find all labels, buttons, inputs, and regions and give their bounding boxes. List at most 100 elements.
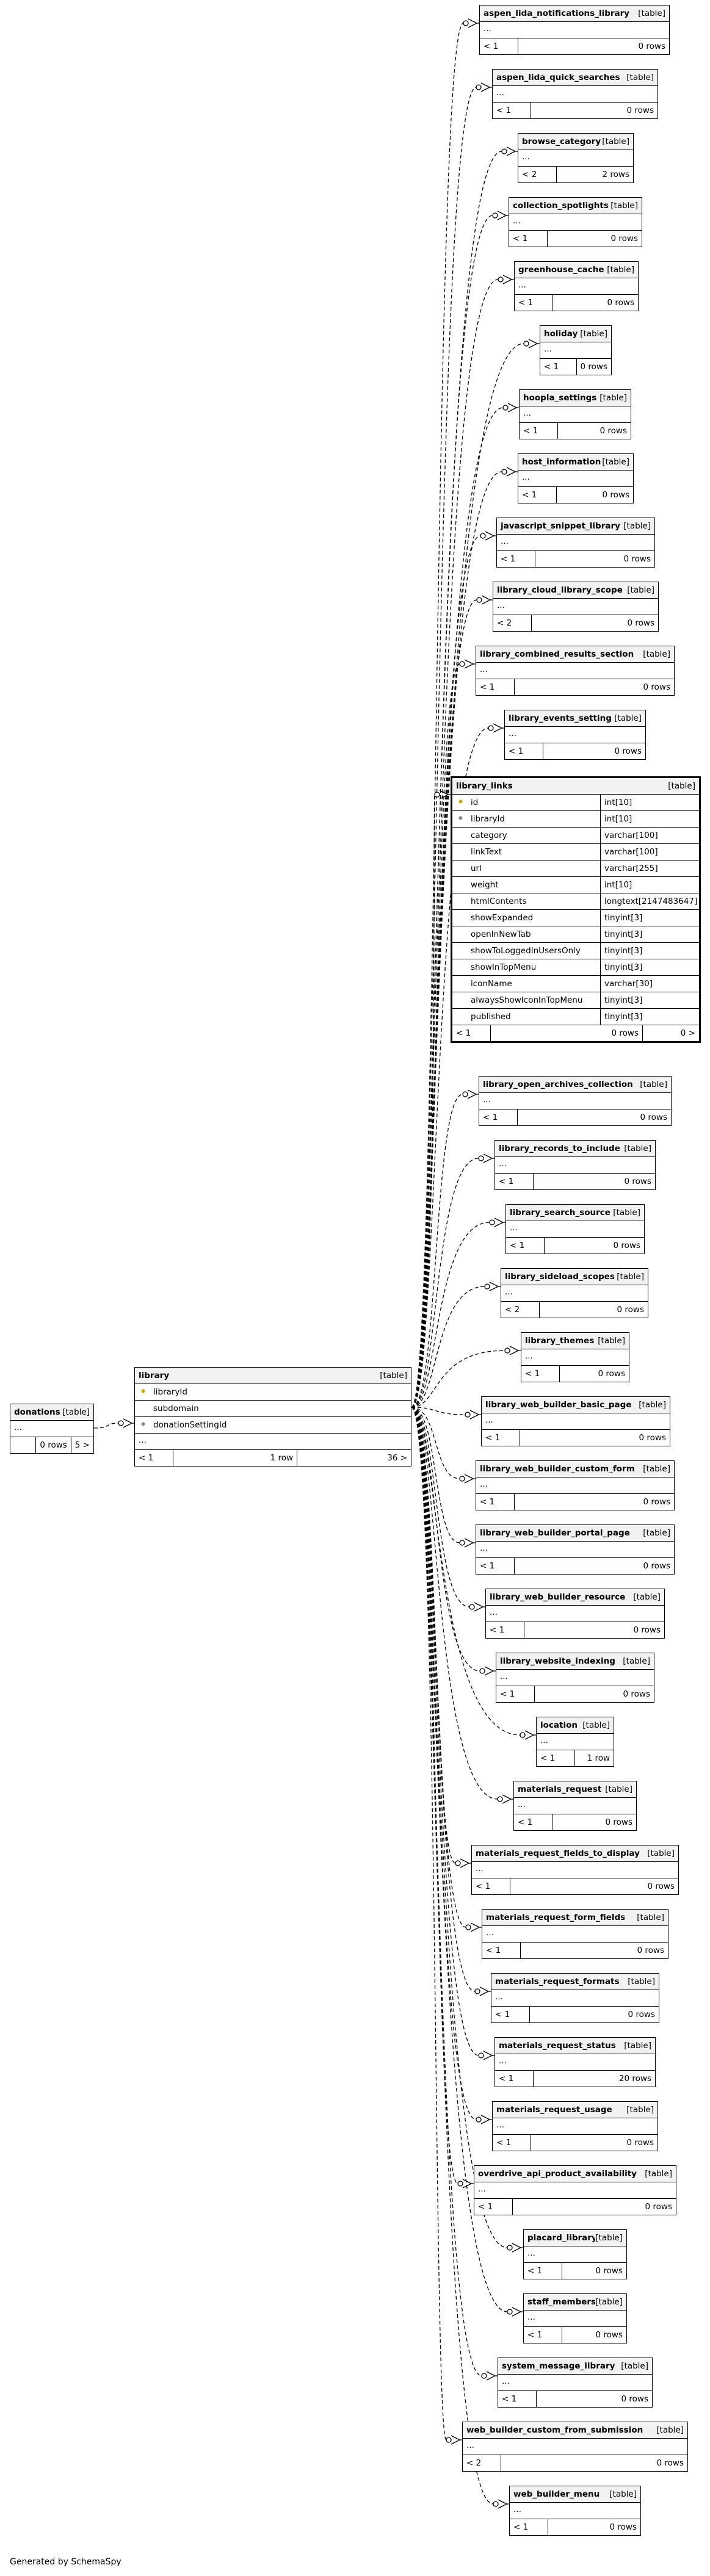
children-count: 5 > [70,1437,93,1453]
crow-foot-optional [465,1412,471,1418]
row-count: 2 rows [602,170,629,179]
table-name: library_sideload_scopes [505,1272,615,1282]
table-library-combined-results-section[interactable]: library_combined_results_section[table].… [476,646,675,696]
table-kind: [table] [610,201,638,211]
columns-ellipsis: ... [480,1543,488,1553]
row-count: 0 rows [637,1946,664,1955]
crow-foot-optional [523,341,529,347]
crow-foot [460,1858,471,1868]
primary-key-icon: ⚫ [140,1387,147,1396]
table-name: hoopla_settings [523,393,597,403]
parents-count: < 1 [474,2199,513,2215]
table-name: materials_request_form_fields [486,1913,626,1922]
row-count: 0 rows [639,1433,666,1443]
columns-ellipsis: ... [527,2312,535,2322]
table-overdrive-api-product-availability[interactable]: overdrive_api_product_availability[table… [474,2165,676,2215]
table-library-web-builder-custom-form[interactable]: library_web_builder_custom_form[table]..… [476,1460,675,1510]
fk-edge [411,1407,494,2505]
table-name: donations [14,1407,60,1417]
row-count: 0 rows [611,1028,639,1038]
table-kind: [table] [623,521,651,531]
table-web-builder-custom-from-submission[interactable]: web_builder_custom_from_submission[table… [462,2422,688,2472]
table-materials-request-form-fields[interactable]: materials_request_form_fields[table]...<… [482,1909,668,1959]
table-library-web-builder-resource[interactable]: library_web_builder_resource[table]...< … [485,1589,665,1639]
generated-by-footer: Generated by SchemaSpy [10,2557,121,2567]
table-kind: [table] [62,1407,90,1417]
crow-foot [451,2435,462,2445]
crow-foot [484,1666,496,1676]
parents-count: < 1 [497,551,535,567]
row-count: 0 rows [610,234,638,244]
crow-foot [464,659,476,669]
table-library-web-builder-basic-page[interactable]: library_web_builder_basic_page[table]...… [481,1396,670,1446]
column-name: alwaysShowIconInTopMenu [471,995,583,1005]
column-name: libraryId [471,814,505,824]
fk-edge [411,663,460,1408]
table-library[interactable]: library[table] ⚫libraryId subdomain ⚫don… [134,1367,411,1467]
table-kind: [table] [595,2233,623,2243]
columns-ellipsis: ... [500,1672,508,1681]
crow-foot [528,339,540,348]
row-count: 0 rows [609,2522,637,2532]
row-count: 0 rows [627,618,654,628]
table-kind: [table] [623,1656,650,1666]
fk-edge [411,23,464,1408]
columns-ellipsis: ... [14,1423,22,1432]
fk-edge [411,1158,479,1408]
crow-foot-optional [476,597,482,603]
crow-foot-optional [457,2181,463,2187]
row-count: 0 rows [645,2202,672,2212]
fk-edge [411,794,435,1408]
column-type: tinyint[3] [600,943,699,959]
table-aspen-lida-notifications-library[interactable]: aspen_lida_notifications_library[table].… [479,5,670,55]
crow-foot-optional [459,1476,465,1482]
crow-foot-optional [484,1283,490,1290]
parents-count: < 1 [493,2135,531,2151]
crow-foot [489,1282,501,1291]
crow-foot-optional [118,1420,124,1426]
crow-foot [507,403,519,413]
columns-ellipsis: ... [518,1800,526,1809]
crow-foot-optional [502,405,509,411]
table-library-web-builder-portal-page[interactable]: library_web_builder_portal_page[table]..… [476,1524,675,1575]
table-name: library_cloud_library_scope [497,585,623,595]
table-materials-request-fields-to-display[interactable]: materials_request_fields_to_display[tabl… [471,1845,679,1895]
crow-foot-optional [481,2373,487,2379]
column-name: libraryId [153,1387,187,1397]
fk-edge [411,1407,477,2120]
table-library-cloud-library-scope[interactable]: library_cloud_library_scope[table]...< 2… [493,582,659,632]
table-kind: [table] [617,1272,644,1282]
crow-foot [494,1218,505,1227]
crow-foot-optional [463,20,469,26]
crow-foot-optional [479,1668,485,1674]
table-library-open-archives-collection[interactable]: library_open_archives_collection[table].… [479,1076,672,1126]
